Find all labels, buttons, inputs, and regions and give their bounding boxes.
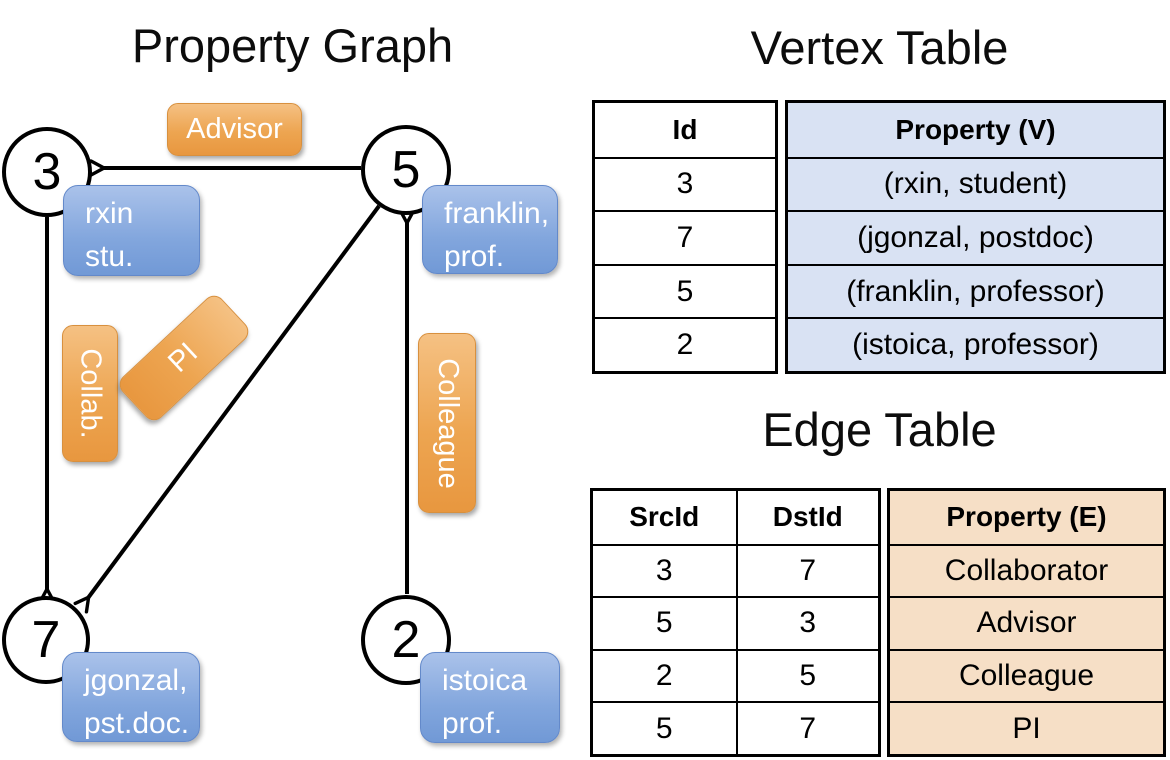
node-2-prop-line2: prof. bbox=[442, 706, 503, 740]
edge-label-advisor: Advisor bbox=[167, 103, 302, 156]
edge-property-cell: Advisor bbox=[890, 596, 1163, 649]
vertex-table-property-column: Property (V) (rxin, student) (jgonzal, p… bbox=[785, 100, 1166, 374]
graph-node-2: 2 bbox=[361, 595, 451, 685]
edge-srcid-cell: 5 bbox=[593, 596, 736, 649]
edge-property-cell: PI bbox=[890, 701, 1163, 754]
edge-table-title: Edge Table bbox=[762, 403, 997, 456]
node-3-id: 3 bbox=[32, 143, 62, 201]
vertex-id-header: Id bbox=[672, 113, 698, 145]
vertex-property-header: Property (V) bbox=[895, 113, 1056, 145]
edge-dstid-cell: 7 bbox=[735, 701, 878, 754]
vertex-property-cell: (franklin, professor) bbox=[788, 263, 1163, 318]
node-2-property-box: istoica prof. bbox=[420, 652, 560, 743]
vertex-property-cell: (istoica, professor) bbox=[788, 317, 1163, 371]
node-3-prop-line1: rxin bbox=[85, 197, 134, 230]
vertex-id-cell: 5 bbox=[595, 263, 775, 318]
node-7-prop-line2: pst.doc. bbox=[84, 706, 190, 740]
node-5-id: 5 bbox=[391, 141, 421, 199]
graph-edges-layer bbox=[0, 0, 585, 760]
edge-dstid-cell: 5 bbox=[735, 648, 878, 702]
edge-srcid-header: SrcId bbox=[629, 501, 700, 533]
edge-dstid-cell: 7 bbox=[735, 543, 878, 597]
edge-dstid-header: DstId bbox=[735, 491, 879, 544]
node-7-id: 7 bbox=[31, 611, 61, 669]
edge-pi-5-to-7 bbox=[88, 204, 381, 598]
node-3-property-box: rxin stu. bbox=[63, 185, 200, 276]
vertex-table-id-column: Id 3 7 5 2 bbox=[592, 100, 778, 374]
edge-label-advisor-text: Advisor bbox=[186, 113, 283, 145]
edge-dstid-cell: 3 bbox=[735, 596, 878, 649]
edge-property-cell: Colleague bbox=[890, 648, 1163, 702]
vertex-id-cell: 7 bbox=[595, 210, 775, 264]
edge-label-colleague-text: Colleague bbox=[431, 357, 464, 489]
node-5-prop-line2: prof. bbox=[444, 239, 505, 273]
vertex-id-cell: 3 bbox=[595, 156, 775, 211]
edge-srcid-cell: 3 bbox=[593, 543, 736, 597]
vertex-property-cell: (rxin, student) bbox=[788, 156, 1163, 211]
node-2-prop-line1: istoica bbox=[442, 664, 528, 697]
edge-label-collab-text: Collab. bbox=[74, 348, 107, 439]
edge-table-id-columns: SrcId DstId 3 7 5 3 2 5 5 7 bbox=[590, 488, 881, 757]
edge-table-property-column: Property (E) Collaborator Advisor Collea… bbox=[887, 488, 1166, 757]
edge-property-header: Property (E) bbox=[946, 501, 1107, 533]
edge-srcid-cell: 5 bbox=[593, 701, 736, 754]
vertex-property-cell: (jgonzal, postdoc) bbox=[788, 210, 1163, 264]
node-3-prop-line2: stu. bbox=[85, 239, 134, 273]
vertex-id-cell: 2 bbox=[595, 317, 775, 371]
edge-srcid-cell: 2 bbox=[593, 648, 736, 702]
edge-label-collab: Collab. bbox=[62, 325, 118, 462]
node-5-property-box: franklin, prof. bbox=[422, 185, 558, 274]
vertex-table-title: Vertex Table bbox=[750, 21, 1009, 74]
node-2-id: 2 bbox=[391, 611, 421, 669]
node-7-property-box: jgonzal, pst.doc. bbox=[62, 652, 200, 742]
node-5-prop-line1: franklin, bbox=[444, 197, 550, 230]
node-7-prop-line1: jgonzal, bbox=[84, 664, 188, 697]
edge-label-colleague: Colleague bbox=[418, 333, 476, 513]
edge-property-cell: Collaborator bbox=[890, 543, 1163, 597]
edge-label-pi-text: PI bbox=[162, 336, 205, 379]
property-graph-title: Property Graph bbox=[131, 19, 454, 72]
